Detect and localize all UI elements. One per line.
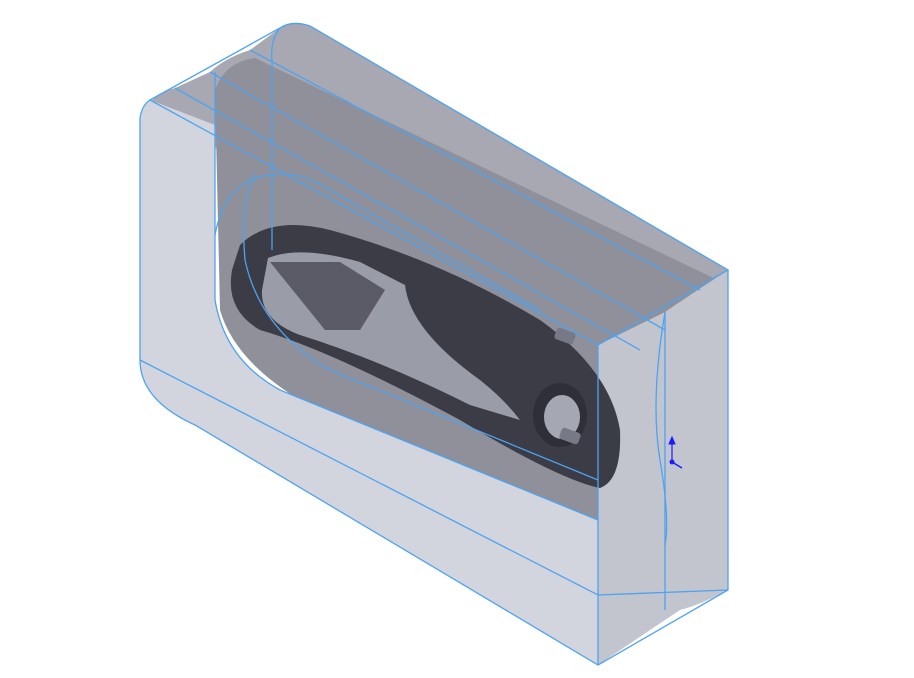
block-right-face[interactable] [598,270,728,665]
coordinate-triad-icon [668,435,683,469]
model-edges [139,22,730,666]
block-front-face[interactable] [140,100,598,665]
handle-part[interactable] [230,225,621,488]
